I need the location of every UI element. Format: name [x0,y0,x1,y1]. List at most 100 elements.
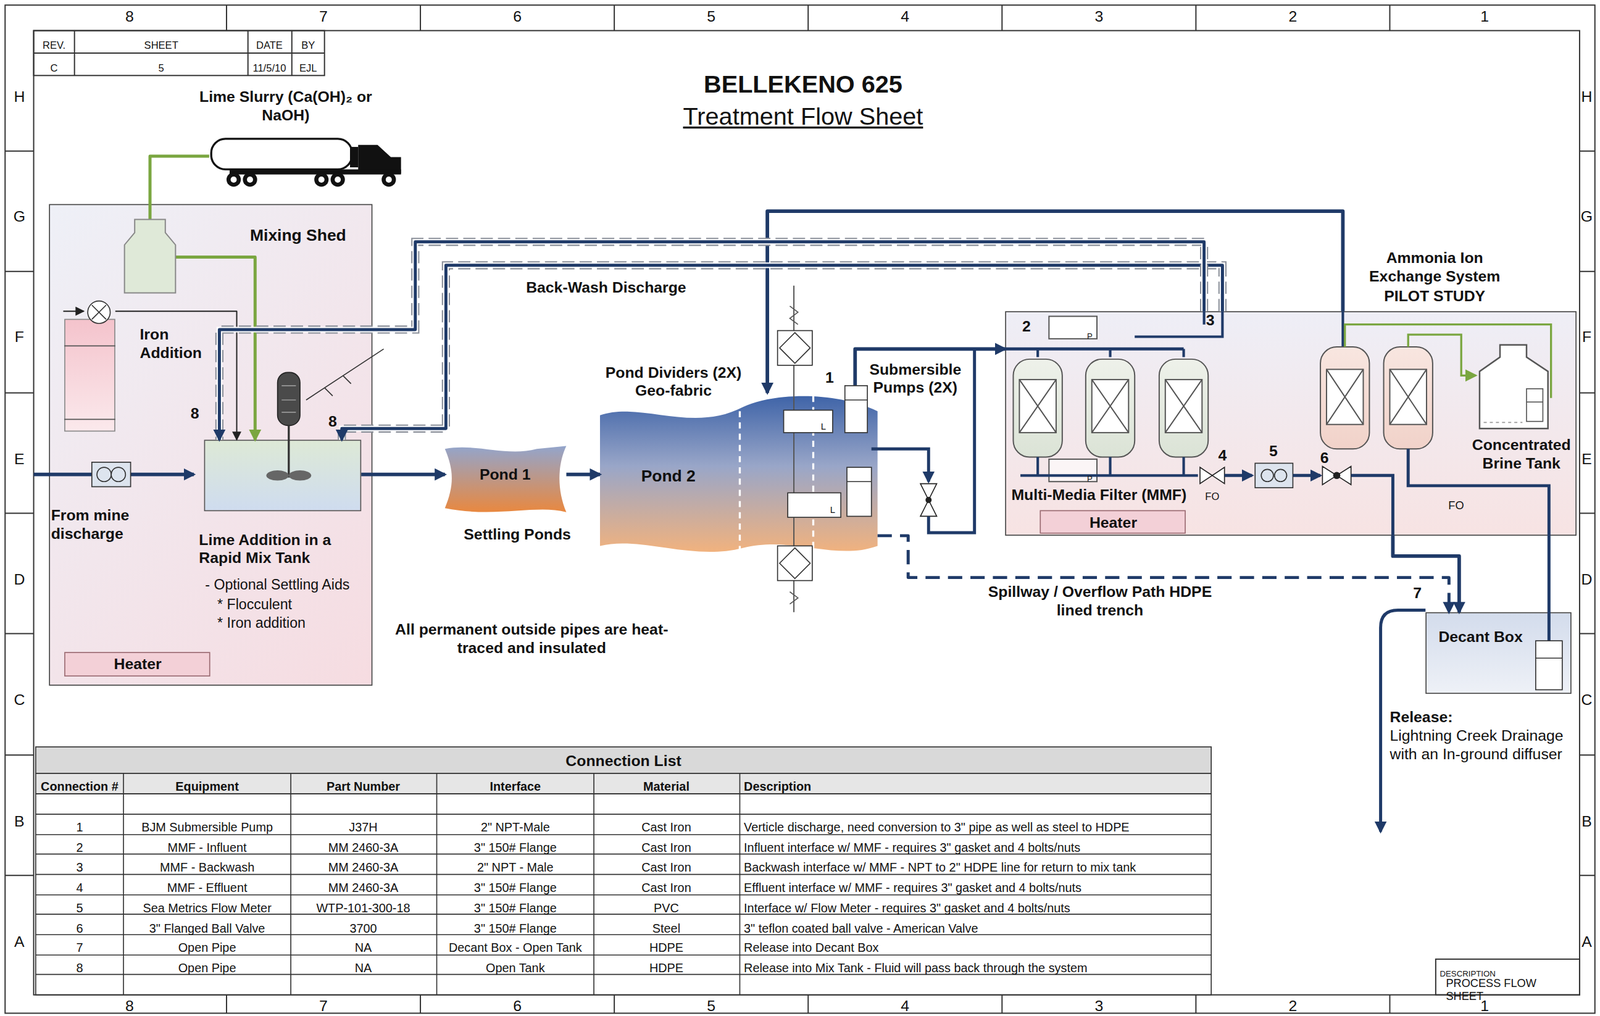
title-block-cell: 11/5/10 [252,62,286,75]
text-holder: C [7,690,33,710]
table-cell: 3" 150# Flange [474,920,557,936]
grid-reference: B [14,812,25,831]
drawing-circle [318,176,325,183]
text-holder: 4 [889,996,921,1016]
node-title: Heater [1089,512,1138,532]
text-holder: 1 [1469,7,1500,26]
decant-box: Decant Box [1425,612,1571,694]
text-holder: 5 [37,897,123,917]
drawing-path [1004,347,1184,351]
drawing-rect [845,385,868,433]
drawing-rect [1389,369,1427,425]
pipe-line [1392,535,1459,613]
annotation: Settling Ponds [463,525,571,544]
text-holder: 6 [1317,448,1332,468]
text-holder: Connection # [37,776,123,796]
drawing-circle [1274,469,1288,482]
text-holder: 3" 150# Flange [437,917,593,937]
table-cell: 1 [75,820,83,836]
text-holder: Lightning Creek Drainage with an In-grou… [1389,726,1589,764]
text-holder: 7 [308,996,339,1016]
text-holder: Decant Box - Open Tank [437,937,593,957]
table-cell: Interface w/ Flow Meter - requires 3" ga… [743,900,1071,916]
text-holder: Submersible Pumps (2X) [864,360,967,398]
node-title: Heater [114,654,162,674]
text-holder: 4 [1215,445,1230,465]
table-cell: Description [743,779,812,795]
text-holder: 3" 150# Flange [437,837,593,857]
text-holder: Iron Addition [139,325,217,363]
table-cell: MM 2460-3A [328,860,399,876]
text-holder: E [7,450,33,469]
mixing-shed: Mixing ShedIron AdditionLime Addition in… [48,204,373,686]
node-shape [209,132,404,189]
drawing-circle [925,496,932,504]
table-cell: Open Tank [485,961,546,976]
text-holder: Sea Metrics Flow Meter [124,897,291,917]
text-holder: F [7,327,33,347]
pipe-line [767,211,1343,393]
annotation: 6 [1320,448,1330,468]
table-cell: Connection # [40,779,119,795]
text-holder: 6 [501,7,533,26]
drawing-path [91,304,107,320]
drawing-path [1134,311,1343,347]
annotation: All permanent outside pipes are heat-tra… [383,620,680,658]
drawing-path [1483,422,1523,424]
grid-reference: 2 [1288,7,1298,26]
annotation: Treatment Flow Sheet [683,101,924,131]
drawing-path [793,285,795,613]
text-holder: Release: [1389,708,1512,727]
table-cell: J37H [348,820,378,836]
text-holder: 7 [308,7,339,26]
text-holder: Cast Iron [594,877,739,897]
text-holder: C [33,57,75,76]
node-shape [1475,342,1552,430]
table-cell: 6 [75,920,83,936]
drawing-circle [314,172,329,187]
truck-node: Lime Slurry (Ca(OH)₂ or NaOH) [209,132,404,189]
drawing-path [1322,466,1351,485]
grid-reference: A [1581,932,1592,952]
text-holder: BELLEKENO 625 [619,69,987,99]
text-holder: Part Number [291,776,436,796]
table-cell: Backwash interface w/ MMF - NPT to 2" HD… [743,860,1136,876]
text-holder: Cast Iron [594,837,739,857]
text-holder: All permanent outside pipes are heat-tra… [383,620,680,658]
annotation: 4 [1217,445,1227,465]
table-cell: Sea Metrics Flow Meter [142,900,271,916]
table-cell: WTP-101-300-18 [316,900,410,916]
table-cell: 3 [75,860,83,876]
table-cell: Verticle discharge, need conversion to 3… [743,820,1130,836]
table-cell: Part Number [326,779,400,795]
text-holder: 5 [79,57,243,76]
drawing-path [35,773,1212,996]
text-holder: D [7,570,33,589]
text-holder: 3" Flanged Ball Valve [124,917,291,937]
drawing-rect [211,138,352,170]
drawing-circle [242,172,257,187]
text-holder: Decant Box [1424,627,1538,647]
text-holder: Connection List [511,751,736,771]
annotation: 1 [825,368,834,388]
text-holder: HDPE [594,937,739,957]
drawing-path [281,385,296,413]
text-holder: MMF - Effluent [124,877,291,897]
drawing-rect [1535,640,1563,690]
drawing-path [64,345,116,420]
annotation: FO [1448,498,1464,513]
drawing-rect [1019,379,1057,433]
pipe-connector [150,156,255,441]
text-holder: SHEET [79,34,243,54]
drawing-rect [33,30,1580,996]
grid-reference: D [13,570,25,589]
drawing-path [1200,467,1225,484]
text-holder: 3 [1203,311,1218,330]
drawing-ellipse [288,470,312,481]
pipe-line [361,472,446,477]
grid-reference: 5 [706,7,716,26]
node-title: Ammonia Ion Exchange System PILOT STUDY [1350,248,1520,305]
drawing-path [1019,379,1057,433]
drawing-path [1091,379,1130,433]
